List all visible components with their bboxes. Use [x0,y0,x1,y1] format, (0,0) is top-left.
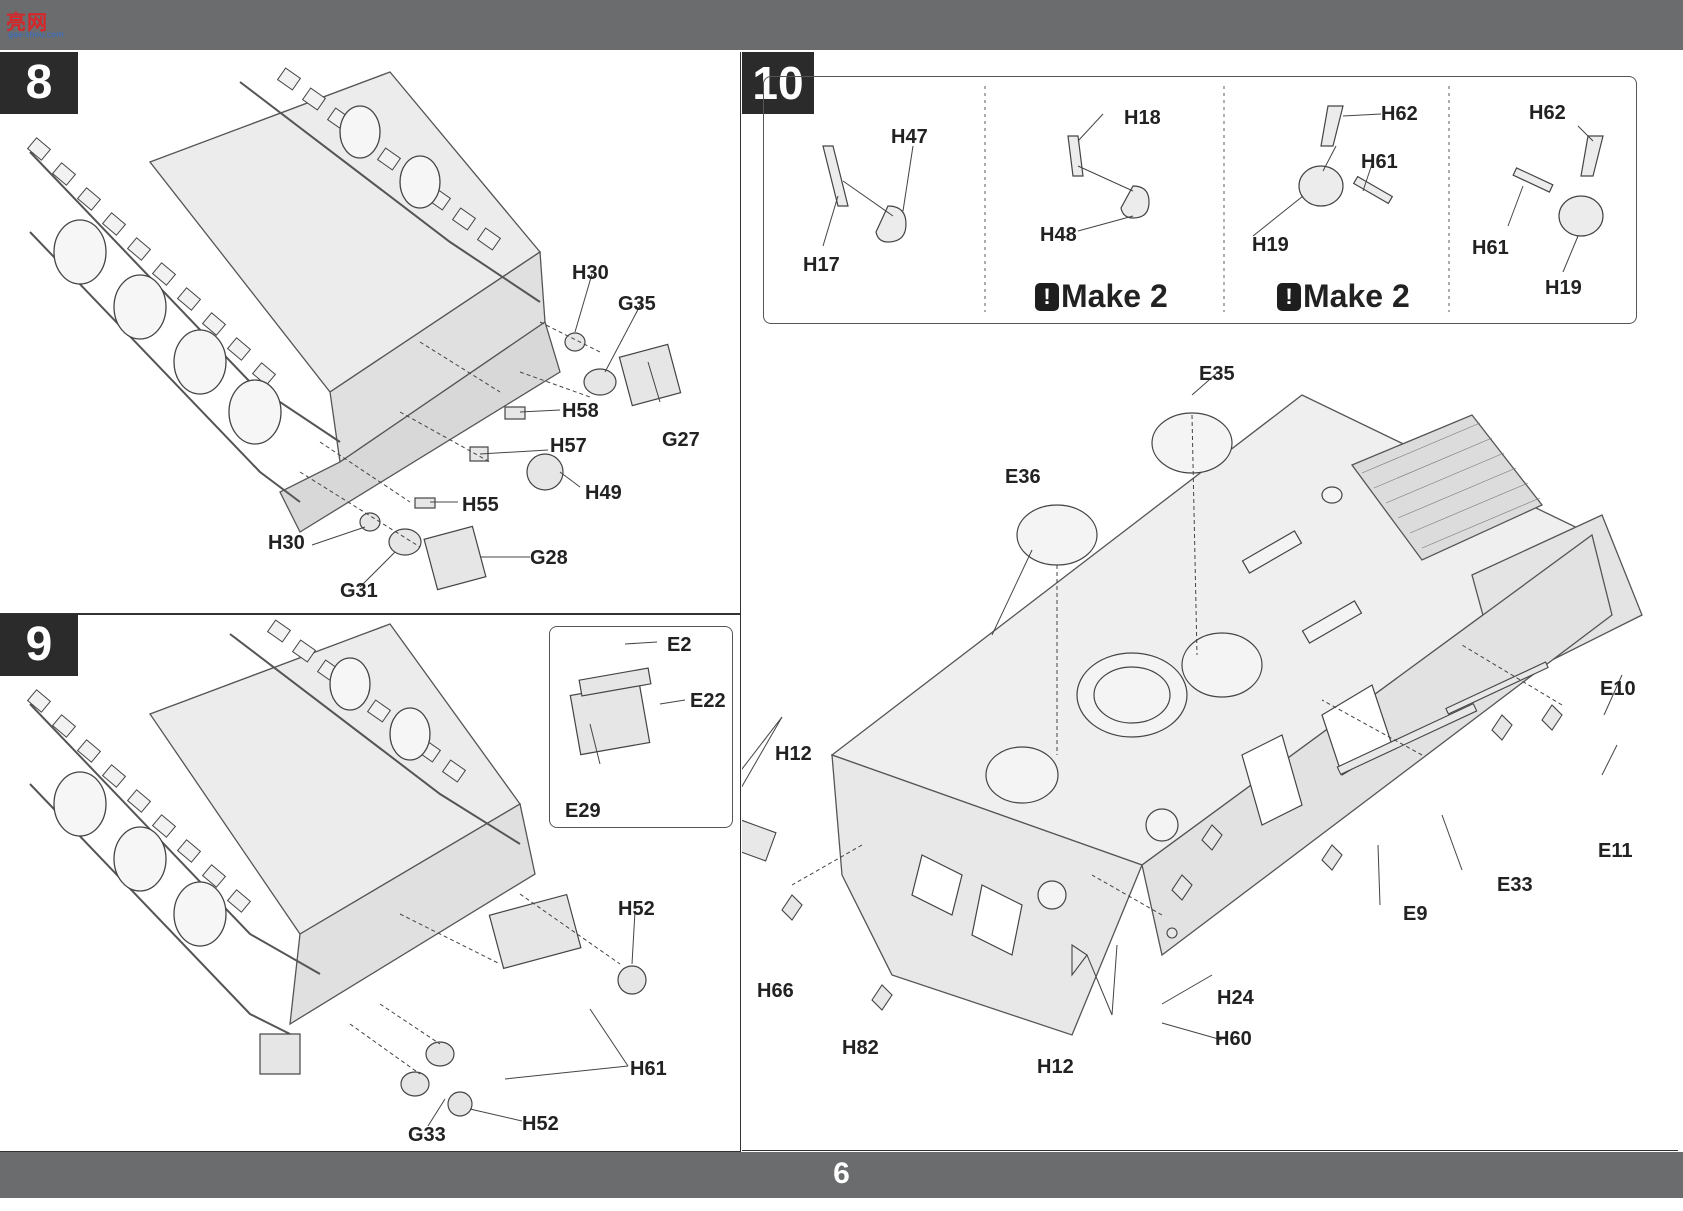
step10-label-e11: E11 [1598,840,1633,862]
step10-sub1-label-h47: H47 [891,126,928,148]
make2-text: Make 2 [1303,278,1410,314]
step10-upper-hull-illustration [742,372,1643,1041]
step10-sub3-make2-note: ! Make 2 [1277,278,1410,315]
step10-number: 10 [742,52,814,114]
step9-label-e2: E2 [667,634,692,656]
step10-sub4-label-h19: H19 [1545,277,1582,299]
step10-label-e9: E9 [1403,903,1428,925]
step10-label-h12-left: H12 [775,743,812,765]
step10-label-h66: H66 [757,980,794,1002]
step8-label-g31: G31 [340,580,378,602]
site-logo: 亮网 gas-shou.com [4,4,70,42]
step10-label-e10: E10 [1600,678,1636,700]
step8-label-h58: H58 [562,400,599,422]
step9-label-h52-top: H52 [618,898,655,920]
step10-sub3-label-h62: H62 [1381,103,1418,125]
step10-label-e35: E35 [1199,363,1235,385]
step10-label-e33: E33 [1497,874,1533,896]
page-number: 6 [833,1157,850,1190]
step10-subassembly-dividers [822,86,1604,312]
step10-label-h82: H82 [842,1037,879,1059]
step10-sub2-label-h18: H18 [1124,107,1161,129]
step8-number: 8 [0,52,78,114]
step8-label-g35: G35 [618,293,656,315]
step8-label-h55: H55 [462,494,499,516]
step10-label-h12-bottom: H12 [1037,1056,1074,1078]
step10-sub4-label-h62: H62 [1529,102,1566,124]
step8-hull-illustration [26,67,682,591]
step8-label-g27: G27 [662,429,700,451]
step10-subassembly-box [763,76,1637,324]
step9-detail-box [549,626,733,828]
step10-label-h60: H60 [1215,1028,1252,1050]
footer-bar [0,1152,1683,1198]
step10-sub2-label-h48: H48 [1040,224,1077,246]
step10-label-e36: E36 [1005,466,1041,488]
step10-sub2-make2-note: ! Make 2 [1035,278,1168,315]
step10-sub3-label-h61: H61 [1361,151,1398,173]
step9-panel [0,614,741,1152]
step8-label-g28: G28 [530,547,568,569]
step8-panel [0,52,741,614]
step8-label-h30-top: H30 [572,262,609,284]
step9-label-h52-bottom: H52 [522,1113,559,1135]
step9-label-e22: E22 [690,690,726,712]
warning-icon: ! [1277,282,1301,311]
step9-label-e29: E29 [565,800,601,822]
step8-label-h57: H57 [550,435,587,457]
step10-sub1-label-h17: H17 [803,254,840,276]
logo-subtext: gas-shou.com [8,30,64,39]
step9-hull-illustration [26,619,686,1127]
step9-number: 9 [0,614,78,676]
step9-label-g33: G33 [408,1124,446,1146]
step10-label-h24: H24 [1217,987,1254,1009]
make2-text: Make 2 [1061,278,1168,314]
warning-icon: ! [1035,282,1059,311]
step9-label-h61: H61 [630,1058,667,1080]
step10-panel [742,52,1678,1151]
step10-sub4-label-h61: H61 [1472,237,1509,259]
step8-label-h30-bottom: H30 [268,532,305,554]
step10-sub3-label-h19: H19 [1252,234,1289,256]
logo-text: 亮网 [6,10,48,34]
header-bar [0,0,1683,50]
step8-label-h49: H49 [585,482,622,504]
